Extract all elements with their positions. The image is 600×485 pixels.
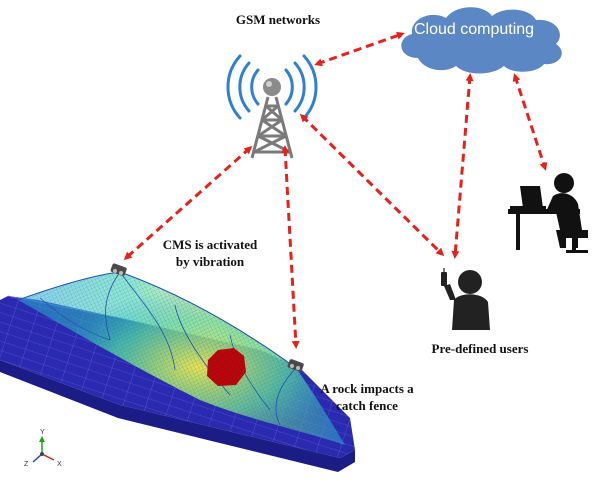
cloud-computing-label: Cloud computing <box>414 21 535 38</box>
arrow-cloud-desk-user <box>512 73 548 171</box>
pre-defined-users-label: Pre-defined users <box>431 341 529 356</box>
arrow-gsm-cloud <box>314 31 405 67</box>
catch-fence-net <box>17 271 345 445</box>
cms-label-line1: CMS is activated <box>162 237 258 252</box>
arrow-cloud-users <box>451 73 474 259</box>
rock-label-line2: catch fence <box>336 398 398 413</box>
cms-sensor-right <box>287 359 304 372</box>
axis-triad-icon: Y Z X <box>24 429 62 468</box>
rock <box>207 348 246 386</box>
arrow-tower-sensor-left <box>123 146 253 260</box>
cms-activated-label: CMS is activated by vibration <box>150 236 270 270</box>
cloud-icon <box>401 7 562 74</box>
desk-user-icon <box>508 173 588 253</box>
cms-sensor-left <box>110 263 127 276</box>
arrow-tower-sensor-right <box>281 145 300 349</box>
phone-user-icon <box>441 268 490 330</box>
arrow-tower-users <box>299 113 445 257</box>
rock-label-line1: A rock impacts a <box>320 381 414 396</box>
axis-z-label: Z <box>24 461 29 468</box>
axis-y-label: Y <box>40 429 45 436</box>
axis-x-label: X <box>57 461 62 468</box>
gsm-networks-label: GSM networks <box>235 12 321 27</box>
gsm-tower-icon <box>226 54 318 159</box>
cms-label-line2: by vibration <box>175 254 245 269</box>
rock-impacts-label: A rock impacts a catch fence <box>302 380 432 414</box>
